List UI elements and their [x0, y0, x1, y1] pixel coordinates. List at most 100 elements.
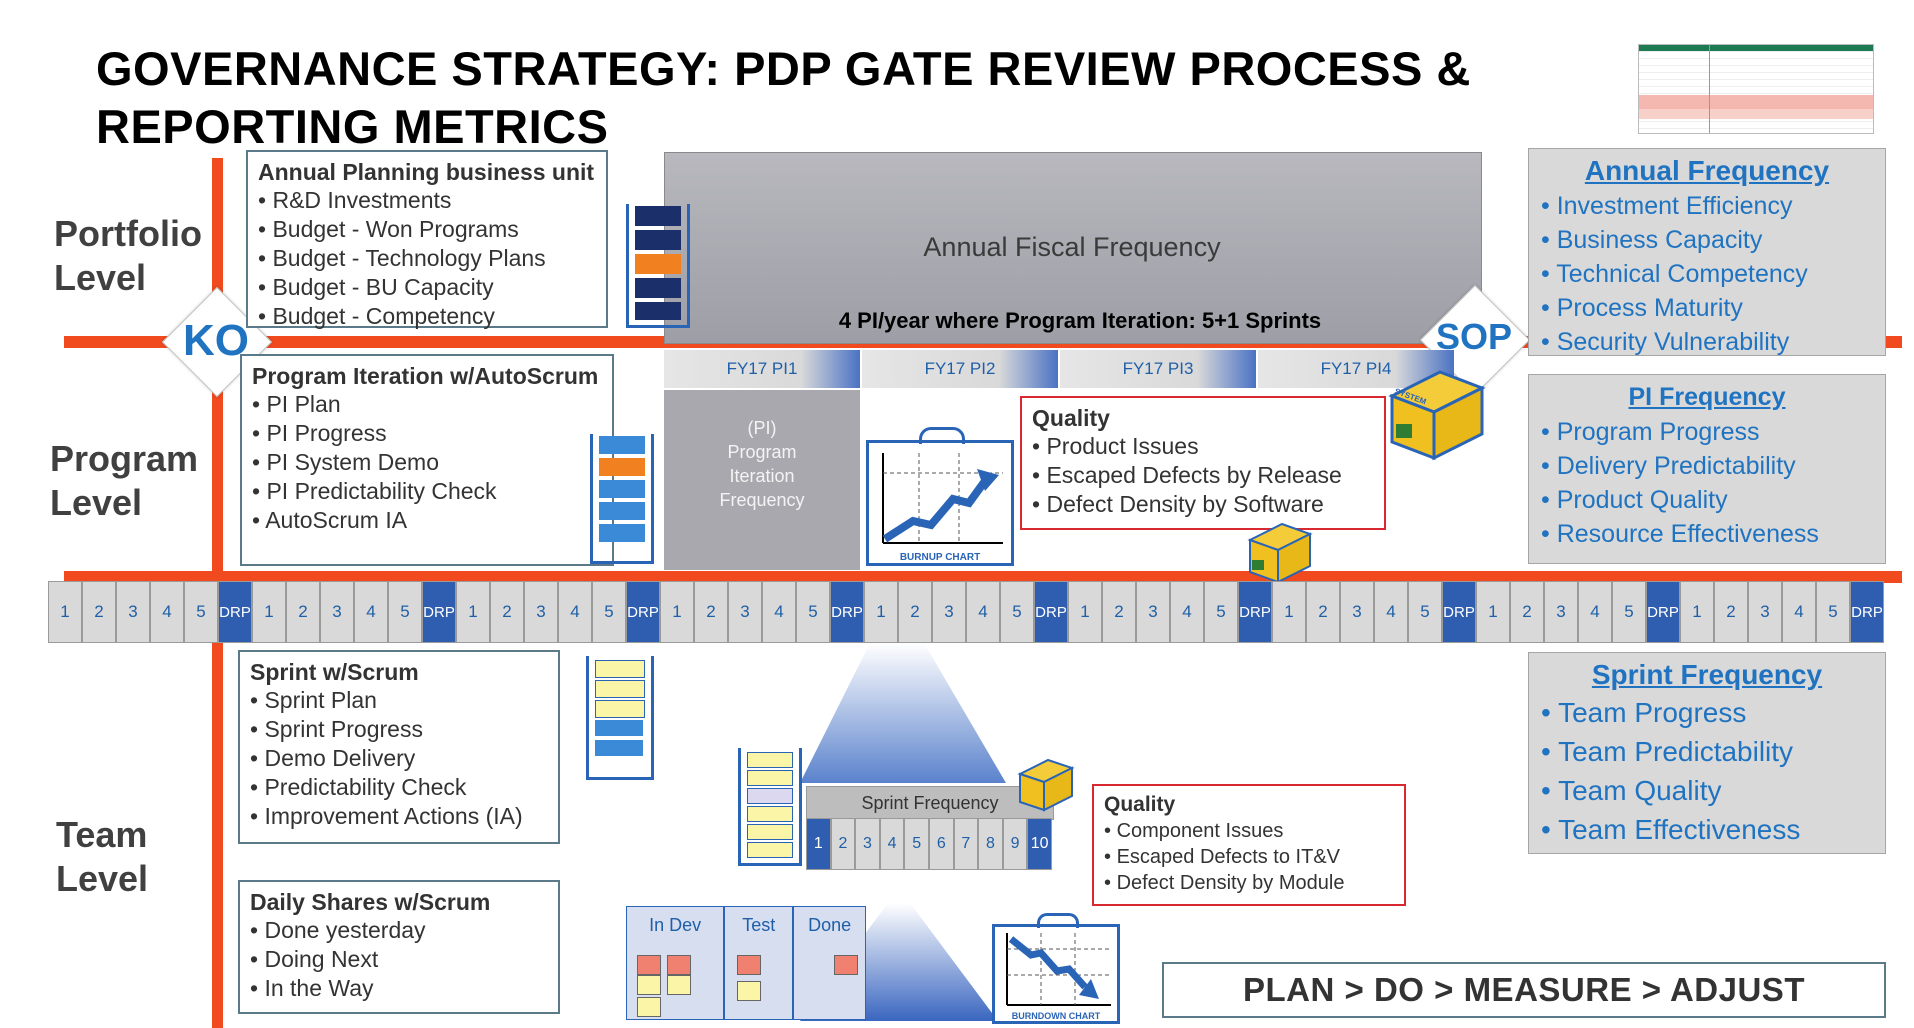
sprint-frequency-panel: Sprint Frequency Team Progress Team Pred… — [1528, 652, 1886, 854]
annual-frequency-title: Annual Frequency — [1584, 155, 1830, 186]
list-item: PI Plan — [252, 390, 602, 419]
burndown-chart-label: BURNDOWN CHART — [1011, 1011, 1101, 1021]
sprint-cell: 5 — [1204, 581, 1238, 643]
list-item: Sprint Progress — [250, 715, 548, 744]
list-item: In the Way — [250, 974, 548, 1003]
sprint-cell: 5 — [388, 581, 422, 643]
sprint-scrum-box: Sprint w/Scrum Sprint Plan Sprint Progre… — [238, 650, 560, 844]
sprint-cell: 2 — [694, 581, 728, 643]
sprint-cell: 1 — [1680, 581, 1714, 643]
list-item: Defect Density by Software — [1032, 490, 1374, 519]
drp-cell: DRP — [626, 581, 660, 643]
list-item: Product Issues — [1032, 432, 1374, 461]
thumbnail-table-image — [1638, 44, 1874, 134]
tab-pi1: FY17 PI1 — [664, 350, 860, 388]
annual-fiscal-block — [664, 152, 1482, 344]
list-item: Team Effectiveness — [1541, 810, 1873, 849]
sprint-cell: 3 — [1136, 581, 1170, 643]
quality-program-title: Quality — [1032, 405, 1110, 431]
sprint-cell: 1 — [1068, 581, 1102, 643]
annual-planning-box: Annual Planning business unit R&D Invest… — [246, 150, 608, 329]
list-item: Delivery Predictability — [1541, 449, 1873, 483]
daily-shares-box: Daily Shares w/Scrum Done yesterday Doin… — [238, 880, 560, 1014]
day-cell: 8 — [978, 818, 1003, 870]
sprint-cell: 5 — [1816, 581, 1850, 643]
sprint-cell: 2 — [1102, 581, 1136, 643]
drp-cell: DRP — [1442, 581, 1476, 643]
kanban-column-done: Done — [793, 906, 867, 1020]
list-item: PI Predictability Check — [252, 477, 602, 506]
day-cell: 5 — [904, 818, 929, 870]
day-cell: 2 — [830, 818, 856, 870]
daily-shares-title: Daily Shares w/Scrum — [250, 889, 491, 915]
program-iteration-box: Program Iteration w/AutoScrum PI Plan PI… — [240, 354, 614, 566]
drp-cell: DRP — [1646, 581, 1680, 643]
sprint-backlog-icon — [586, 656, 654, 780]
system-cube-icon-small — [1240, 520, 1316, 586]
sprint-cell: 5 — [1000, 581, 1034, 643]
pi-frequency-block: (PI) Program Iteration Frequency — [664, 390, 860, 570]
drp-cell: DRP — [218, 581, 252, 643]
sprint-cell: 3 — [524, 581, 558, 643]
kanban-column-header: Done — [808, 915, 852, 935]
sprint-cell: 5 — [592, 581, 626, 643]
program-iteration-title: Program Iteration w/AutoScrum — [252, 363, 599, 389]
list-item: AutoScrum IA — [252, 506, 602, 535]
list-item: Defect Density by Module — [1104, 870, 1394, 896]
sprint-cell: 3 — [728, 581, 762, 643]
portfolio-backlog-icon — [626, 204, 690, 328]
sprint-cell: 2 — [1714, 581, 1748, 643]
annual-frequency-panel: Annual Frequency Investment Efficiency B… — [1528, 148, 1886, 356]
sprint-cell: 4 — [558, 581, 592, 643]
sprint-cell: 1 — [864, 581, 898, 643]
sprint-cell: 3 — [1544, 581, 1578, 643]
sprint-cell: 1 — [48, 581, 82, 643]
sprint-cell: 4 — [354, 581, 388, 643]
list-item: Improvement Actions (IA) — [250, 802, 548, 831]
sprint-cell: 4 — [1170, 581, 1204, 643]
sprint-cell: 3 — [932, 581, 966, 643]
list-item: Done yesterday — [250, 916, 548, 945]
day-cell: 6 — [928, 818, 954, 870]
drp-cell: DRP — [1034, 581, 1068, 643]
sprint-cell: 4 — [1782, 581, 1816, 643]
list-item: Predictability Check — [250, 773, 548, 802]
drp-cell: DRP — [1238, 581, 1272, 643]
list-item: Program Progress — [1541, 415, 1873, 449]
sprint-cell: 5 — [1408, 581, 1442, 643]
sprint-cell: 5 — [796, 581, 830, 643]
list-item: Resource Effectiveness — [1541, 517, 1873, 551]
page-title: GOVERNANCE STRATEGY: PDP GATE REVIEW PRO… — [96, 42, 1471, 153]
list-item: Security Vulnerability — [1541, 325, 1873, 359]
list-item: PI Progress — [252, 419, 602, 448]
day-cell: 1 — [806, 818, 831, 870]
day-cell: 3 — [855, 818, 880, 870]
list-item: Budget - BU Capacity — [258, 273, 596, 302]
sprint-frequency-title: Sprint Frequency — [1591, 659, 1823, 690]
kanban-column-test: Test — [724, 906, 794, 1020]
sprint-cell: 1 — [456, 581, 490, 643]
kanban-column-header: In Dev — [649, 915, 702, 935]
burnup-chart-label: BURNUP CHART — [899, 552, 981, 563]
sprint-cell: 2 — [490, 581, 524, 643]
burndown-chart-icon: BURNDOWN CHART — [992, 913, 1120, 1024]
sprint-cell: 1 — [660, 581, 694, 643]
quality-team-box: Quality Component Issues Escaped Defects… — [1092, 784, 1406, 906]
list-item: Product Quality — [1541, 483, 1873, 517]
program-divider-bar — [64, 571, 1902, 583]
sprint-cell: 1 — [1476, 581, 1510, 643]
day-cell: 9 — [1002, 818, 1028, 870]
sprint-cell: 4 — [966, 581, 1000, 643]
day-cell: 7 — [953, 818, 979, 870]
list-item: Team Progress — [1541, 693, 1873, 732]
sprint-cell: 3 — [320, 581, 354, 643]
annual-fiscal-label: Annual Fiscal Frequency — [923, 232, 1221, 262]
sprint-cell: 3 — [1340, 581, 1374, 643]
burnup-chart-icon: BURNUP CHART — [866, 427, 1014, 566]
sprint-cell: 2 — [82, 581, 116, 643]
